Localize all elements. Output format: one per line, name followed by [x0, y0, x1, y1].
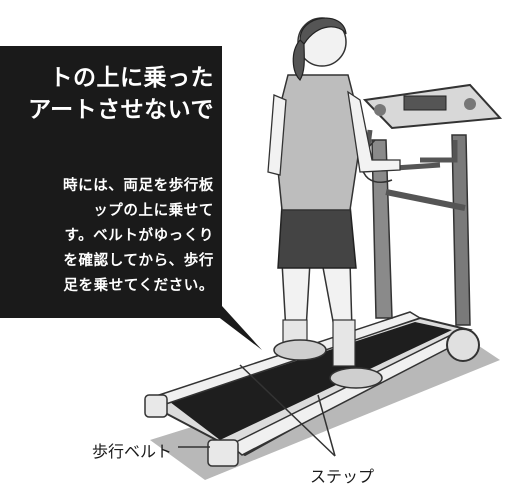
roller-cap-right [207, 439, 239, 467]
console-display [403, 95, 447, 111]
callout-heading-line-2: アートさせないで [28, 97, 214, 123]
callout-body-line-3: す。ベルトがゆっくり [64, 228, 214, 244]
upright-post [371, 139, 393, 319]
step-leader-line-2 [317, 394, 336, 457]
step-leader-line-1 [239, 364, 336, 457]
rear-wheel [446, 328, 480, 362]
walking-belt-label: 歩行ベルト [92, 442, 173, 461]
warning-callout: トの上に乗った アートさせないで 時には、両足を歩行板 ップの上に乗せて す。ベ… [0, 46, 222, 318]
walking-belt [170, 322, 452, 440]
crossbar [385, 189, 466, 211]
callout-body-line-5: 足を乗せてください。 [63, 278, 214, 294]
handrail-front [420, 140, 458, 163]
step-label: ステップ [310, 467, 375, 486]
console-dial-right [464, 98, 476, 110]
callout-body-line-1: 時には、両足を歩行板 [63, 178, 214, 194]
console-dial-left [374, 104, 386, 116]
roller-cap-left [144, 394, 168, 418]
callout-heading-line-1: トの上に乗った [49, 65, 214, 91]
upright-post-rear [451, 134, 471, 326]
walking-person [267, 17, 401, 389]
callout-body-line-2: ップの上に乗せて [93, 203, 214, 219]
callout-body-line-4: を確認してから、歩行 [63, 253, 214, 269]
